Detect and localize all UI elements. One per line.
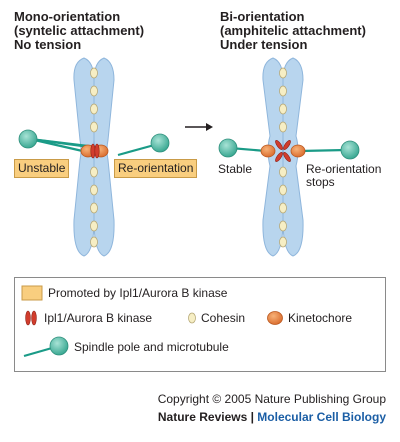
legend-box xyxy=(14,277,386,372)
cohesin-icon xyxy=(279,103,287,115)
spindle-pole-icon xyxy=(340,140,360,160)
cohesin-icon xyxy=(188,312,196,324)
label-stops-line-1: Re-orientation xyxy=(306,162,382,176)
cohesin-icon xyxy=(90,103,98,115)
left-title-line-3: No tension xyxy=(14,37,82,52)
label-unstable: Unstable xyxy=(14,159,70,178)
legend-kinetochore: Kinetochore xyxy=(288,311,353,325)
spindle-pole-icon xyxy=(18,129,38,149)
aurora-b-kinase-icon xyxy=(31,310,37,326)
cohesin-icon xyxy=(90,166,98,178)
cohesin-icon xyxy=(90,85,98,97)
spindle-pole-icon xyxy=(49,336,69,356)
left-kinetochores xyxy=(80,143,109,159)
right-title-line-3: Under tension xyxy=(220,37,308,52)
cohesin-icon xyxy=(90,220,98,232)
cohesin-icon xyxy=(279,85,287,97)
cohesin-icon xyxy=(279,166,287,178)
promoted-swatch-icon xyxy=(21,285,43,301)
label-reorientation-stops: Re-orientation stops xyxy=(306,163,381,189)
journal-name: Nature Reviews xyxy=(157,410,248,424)
cohesin-icon xyxy=(90,121,98,133)
cohesin-icon xyxy=(90,202,98,214)
aurora-b-kinase-icon xyxy=(283,140,291,150)
legend-icons xyxy=(21,285,283,358)
left-chromatid-right xyxy=(93,57,115,257)
cohesin-icon xyxy=(279,220,287,232)
cohesin-icon xyxy=(90,184,98,196)
right-cohesin-column xyxy=(279,67,287,248)
aurora-b-kinase-icon xyxy=(283,152,291,162)
microtubule-line xyxy=(23,346,53,358)
label-stable: Stable xyxy=(218,162,253,176)
legend-cohesin: Cohesin xyxy=(201,311,246,325)
right-title-line-1: Bi-orientation xyxy=(220,9,305,24)
aurora-b-kinase-icon xyxy=(275,140,283,150)
legend-spindle: Spindle pole and microtubule xyxy=(74,340,229,354)
cohesin-icon xyxy=(279,202,287,214)
cohesin-icon xyxy=(90,67,98,79)
left-cohesin-column xyxy=(90,67,98,248)
label-stops-line-2: stops xyxy=(306,175,335,189)
left-title-line-1: Mono-orientation xyxy=(14,9,121,24)
aurora-b-kinase-icon xyxy=(94,143,100,159)
transition-arrow xyxy=(185,123,213,131)
left-chromosome xyxy=(73,57,115,257)
label-reorientation: Re-orientation xyxy=(114,159,198,178)
cohesin-icon xyxy=(279,121,287,133)
cohesin-icon xyxy=(279,67,287,79)
journal-subtitle: Molecular Cell Biology xyxy=(257,410,386,424)
cohesin-icon xyxy=(279,236,287,248)
legend-kinase: Ipl1/Aurora B kinase xyxy=(44,311,153,325)
kinetochore-icon xyxy=(290,144,306,158)
aurora-b-kinase-icon xyxy=(275,152,283,162)
right-title-line-2: (amphitelic attachment) xyxy=(220,23,366,38)
left-title: Mono-orientation (syntelic attachment) N… xyxy=(14,10,144,52)
microtubule-line xyxy=(299,148,347,153)
cohesin-icon xyxy=(90,236,98,248)
aurora-b-kinase-icon xyxy=(25,310,31,326)
journal-separator: | xyxy=(247,410,258,424)
spindle-pole-icon xyxy=(218,138,238,158)
kinetochore-icon xyxy=(260,144,276,158)
right-title: Bi-orientation (amphitelic attachment) U… xyxy=(220,10,366,52)
right-kinetochores xyxy=(260,140,306,162)
right-chromosome xyxy=(262,57,304,257)
legend-promoted: Promoted by Ipl1/Aurora B kinase xyxy=(48,286,228,300)
kinetochore-icon xyxy=(267,311,283,325)
cohesin-icon xyxy=(279,184,287,196)
journal-credit: Nature Reviews | Molecular Cell Biology xyxy=(158,410,386,424)
right-chromatid-right xyxy=(282,57,304,257)
spindle-pole-icon xyxy=(150,133,170,153)
copyright-text: Copyright © 2005 Nature Publishing Group xyxy=(157,392,386,406)
left-title-line-2: (syntelic attachment) xyxy=(14,23,145,38)
